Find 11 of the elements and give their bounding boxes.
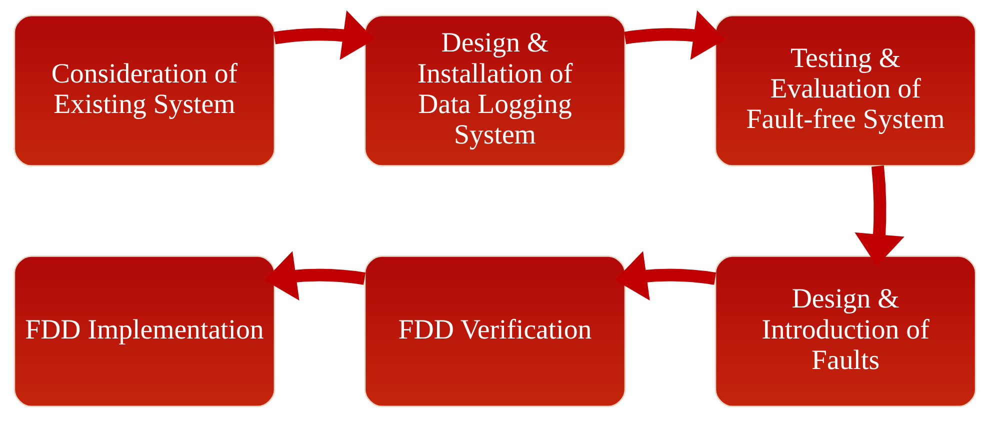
node-box: FDD Verification bbox=[364, 256, 626, 408]
node-box: FDD Implementation bbox=[14, 256, 276, 408]
arrow bbox=[264, 251, 366, 301]
arrow bbox=[624, 10, 726, 60]
arrow bbox=[854, 165, 904, 266]
node-box: Design & Introduction of Faults bbox=[714, 256, 976, 408]
node-box: Consideration of Existing System bbox=[14, 14, 276, 166]
arrow bbox=[615, 251, 716, 301]
node-box: Testing & Evaluation of Fault-free System bbox=[714, 14, 976, 166]
node-box: Design & Installation of Data Logging System bbox=[364, 14, 626, 166]
arrow bbox=[274, 10, 375, 60]
